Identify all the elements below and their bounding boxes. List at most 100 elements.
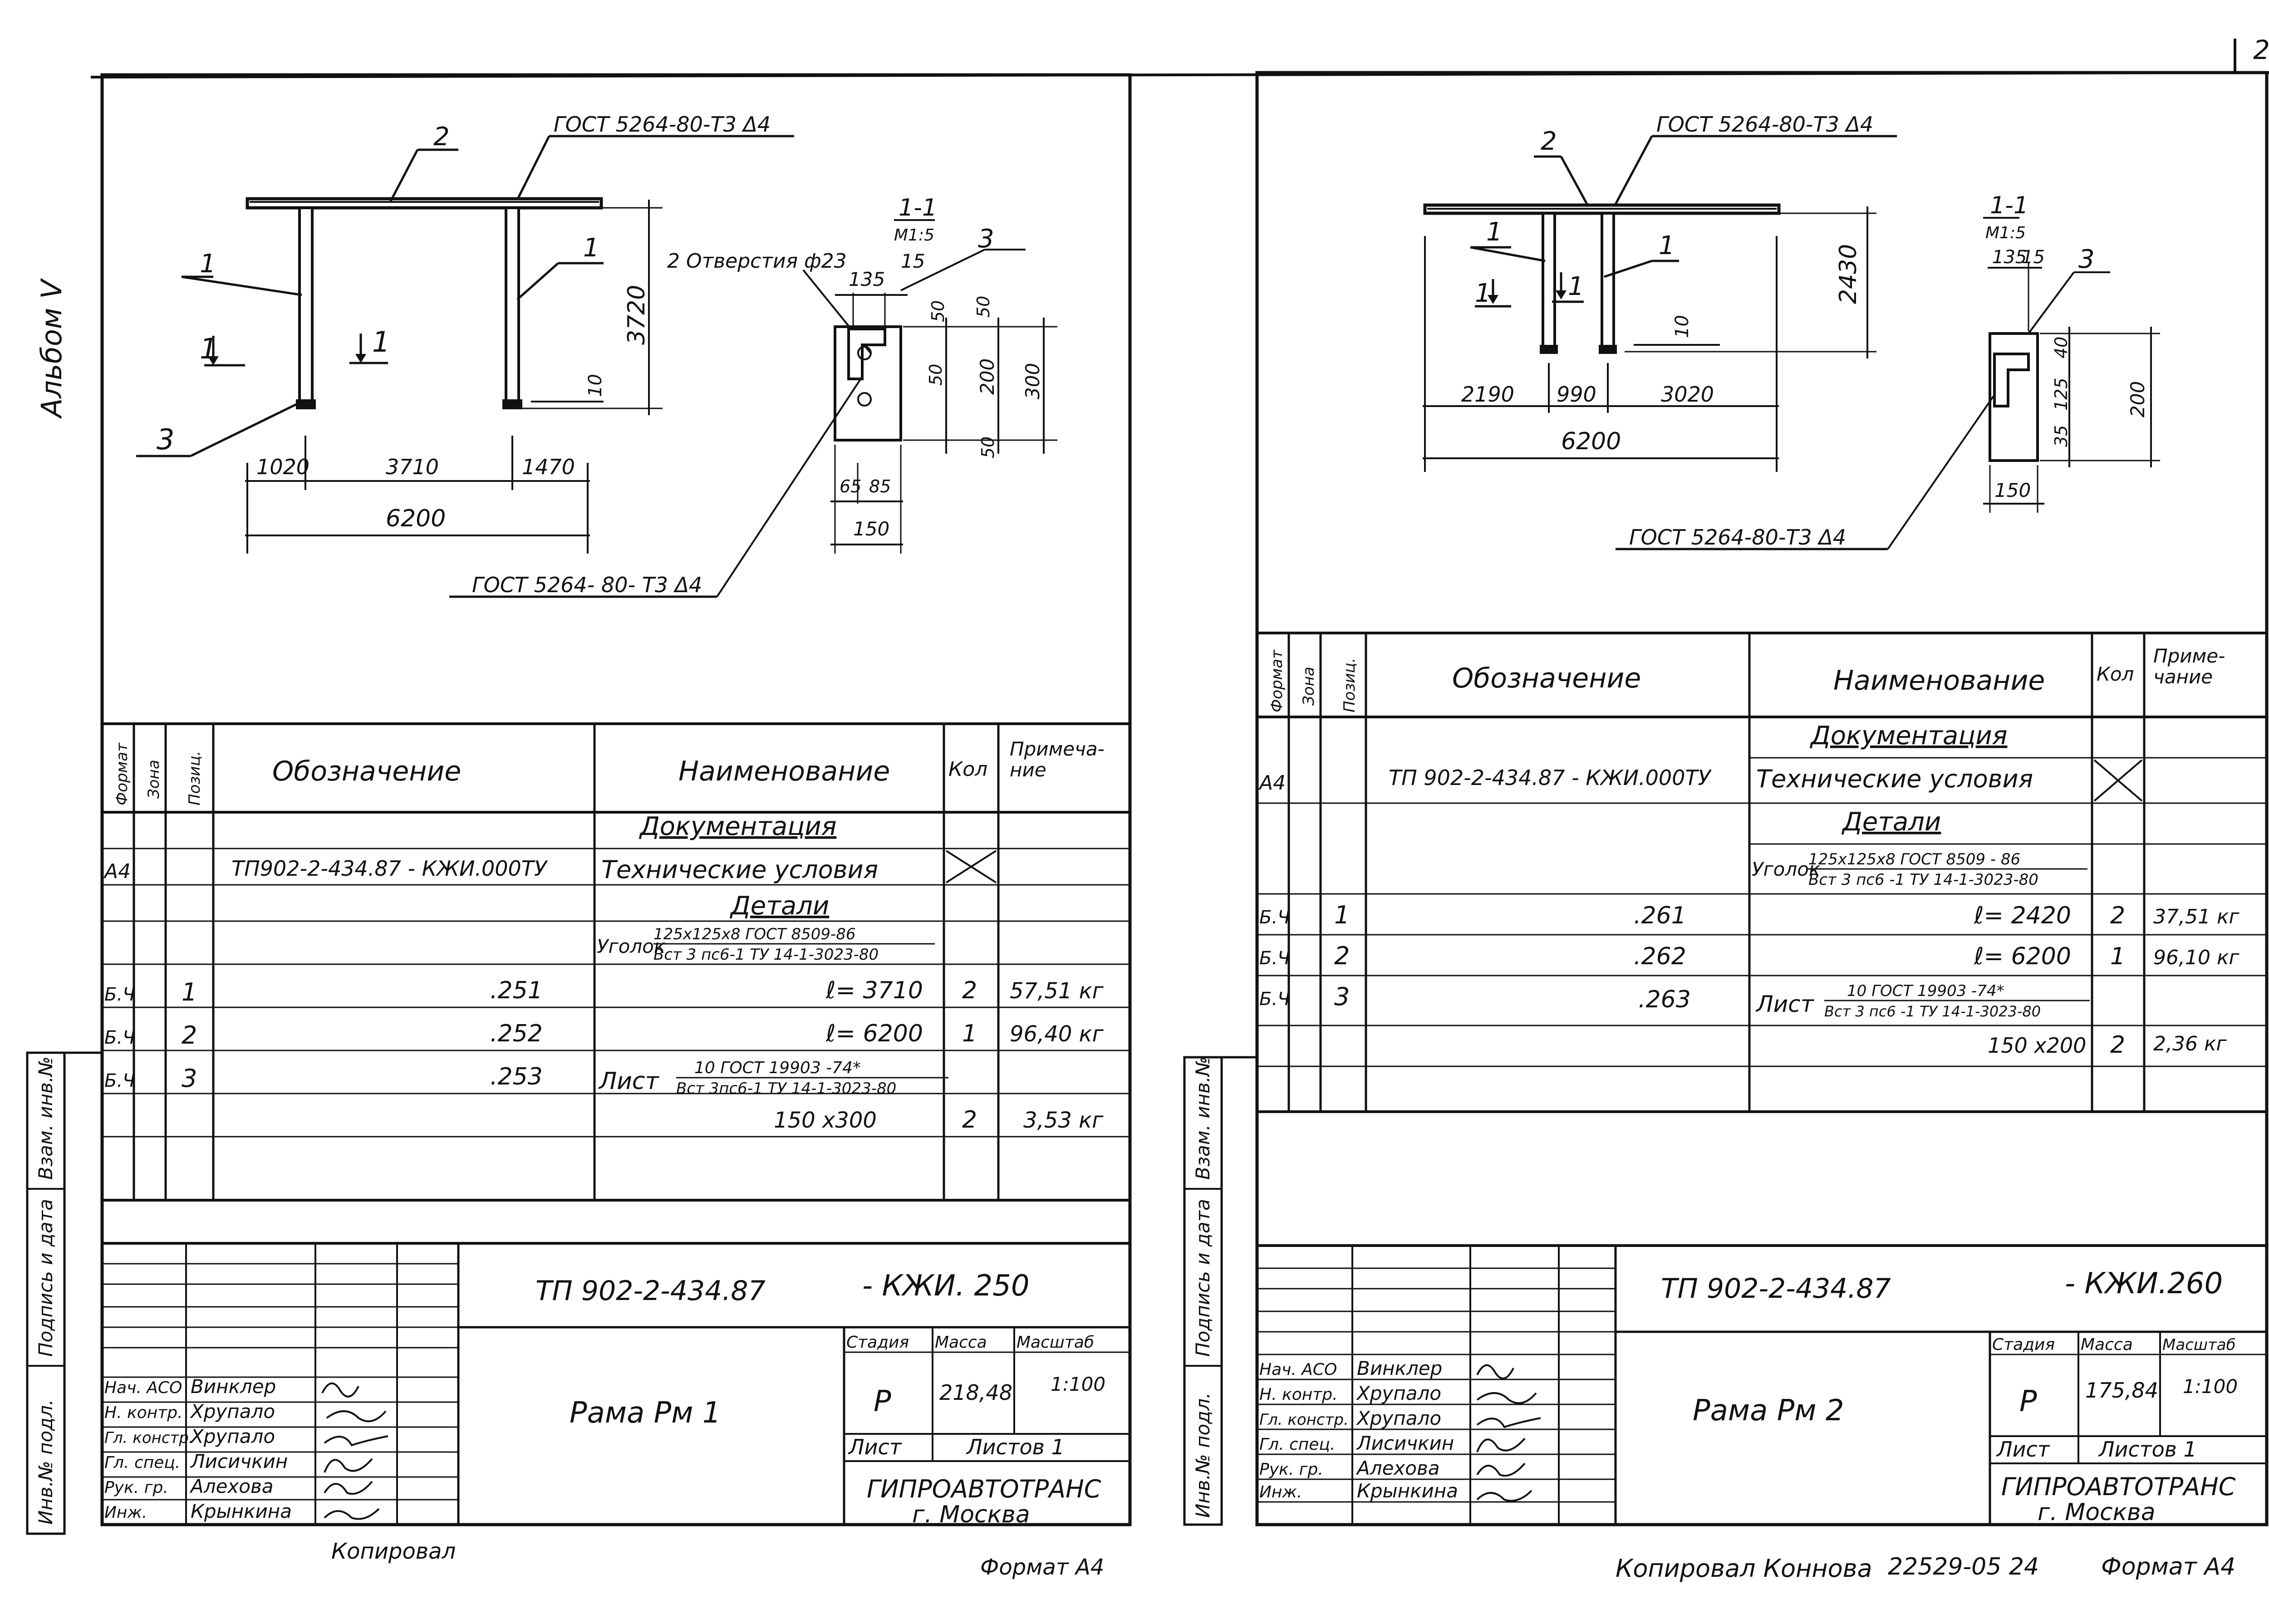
right-person-role-5: Инж.: [1259, 1483, 1302, 1501]
left-tb-scale-label: Масштаб: [1017, 1333, 1094, 1352]
left-dim-span3: 1470: [522, 455, 575, 479]
left-r0-name: Технические условия: [601, 855, 878, 884]
left-section-scale: М1:5: [894, 226, 934, 245]
left-sec-w1: 135: [849, 268, 885, 290]
left-r4-num: 10 ГОСТ 19903 -74*: [694, 1059, 861, 1077]
right-person-name-3: Лисичкин: [1356, 1432, 1454, 1454]
right-r4-name: Лист: [1755, 991, 1815, 1017]
right-sec-h3: 35: [2051, 425, 2071, 447]
right-tb-scale: 1:100: [2183, 1375, 2238, 1398]
left-h-designation: Обозначение: [272, 756, 461, 787]
right-side-label-3: Взам. инв.№: [1192, 1056, 1214, 1180]
right-r3-qty: 1: [2110, 943, 2125, 970]
left-r3-format: Б.Ч: [104, 1027, 135, 1048]
left-tb-product: Рама Рм 1: [570, 1396, 721, 1430]
left-r4-designation: .253: [490, 1063, 543, 1090]
left-sec-parts: Детали: [729, 891, 829, 921]
left-r2-note: 57,51 кг: [1010, 978, 1104, 1004]
right-dim-weld: 10: [1672, 315, 1693, 338]
album-label: Альбом V: [35, 278, 68, 419]
left-r5-name: 150 х300: [774, 1108, 877, 1133]
left-plate-section: [834, 325, 902, 442]
right-section-mark-b: 1: [1568, 272, 1584, 301]
left-tb-city: г. Москва: [912, 1501, 1030, 1528]
right-r2-pos: 1: [1334, 901, 1350, 929]
left-dim-span2: 3710: [386, 455, 439, 479]
right-r3-format: Б.Ч: [1259, 948, 1290, 969]
right-person-name-4: Алехова: [1356, 1457, 1439, 1479]
right-r5-name: 150 х200: [1988, 1033, 2086, 1058]
right-r0-format: А4: [1258, 771, 1286, 795]
right-section-view: 1-1 М1:5 135 15 3 40 125 35 200 150: [1616, 192, 2160, 550]
left-person-name-1: Хрупало: [190, 1400, 275, 1423]
right-section-scale: М1:5: [1985, 224, 2026, 242]
right-sec-h4: 200: [2127, 381, 2149, 417]
left-title-block: ТП 902-2-434.87 - КЖИ. 250 Рама Рм 1 Ста…: [102, 1242, 1130, 1528]
left-tb-sheet-label: Лист: [848, 1435, 902, 1459]
left-holes-note: 2 Отверстия ф23: [667, 250, 847, 273]
left-side-label-2: Подпись и дата: [34, 1199, 57, 1357]
right-dim-total: 6200: [1561, 428, 1621, 455]
right-h-format: Формат: [1268, 649, 1286, 712]
left-post-1: [298, 206, 314, 409]
left-base-plate-2: [502, 399, 522, 409]
left-r3-qty: 1: [962, 1020, 977, 1047]
right-sec-h1: 40: [2051, 337, 2071, 358]
right-r5-qty: 2: [2110, 1031, 2125, 1059]
right-sec-parts: Детали: [1841, 807, 1941, 837]
right-r3-note: 96,10 кг: [2153, 946, 2240, 969]
left-r4-den: Вст 3пс6-1 ТУ 14-1-3023-80: [676, 1079, 896, 1098]
right-r4-num: 10 ГОСТ 19903 -74*: [1847, 982, 2004, 1000]
right-section-mark-a: 1: [1475, 279, 1491, 308]
right-person-name-1: Хрупало: [1356, 1382, 1441, 1404]
left-person-name-5: Крынкина: [191, 1500, 292, 1522]
right-signatures: [1476, 1364, 1541, 1502]
right-tb-sheets-label: Листов 1: [2098, 1437, 2197, 1462]
left-h-format: Формат: [113, 742, 131, 805]
left-format: Формат А4: [980, 1555, 1104, 1580]
left-r3-pos: 2: [182, 1021, 197, 1050]
left-tb-scale: 1:100: [1051, 1373, 1105, 1395]
left-tb-stage-label: Стадия: [846, 1333, 909, 1352]
right-r2-name: ℓ= 2420: [1974, 902, 2071, 929]
right-h-pos: Позиц.: [1341, 658, 1359, 713]
right-r1-den: Вст 3 пс6 -1 ТУ 14-1-3023-80: [1808, 871, 2038, 889]
right-tb-org: ГИПРОАВТОТРАНС: [2001, 1472, 2236, 1501]
right-person-name-2: Хрупало: [1356, 1407, 1441, 1429]
left-section-view: 1-1 М1:5 2 Отверстия ф23 135 15 3 50 50: [449, 194, 1057, 598]
right-tb-doc-number: ТП 902-2-434.87: [1661, 1273, 1891, 1305]
right-sheet: 2 ГОСТ 5264-80-Т3 Δ4 1 1 1 1 2430 10: [1183, 71, 2269, 1583]
right-title-block: ТП 902-2-434.87 - КЖИ.260 Рама Рм 2 Стад…: [1257, 1244, 2267, 1526]
right-r3-pos: 2: [1334, 942, 1350, 970]
left-tb-sheets-label: Листов 1: [966, 1435, 1065, 1459]
right-h-zone: Зона: [1300, 667, 1318, 706]
left-dim-span1: 1020: [256, 455, 309, 479]
left-side-strip: Инв.№ подл. Подпись и дата Взам. инв.№: [26, 1051, 102, 1535]
right-sec-w2: 15: [2022, 247, 2045, 268]
right-format: Формат А4: [2101, 1553, 2235, 1580]
left-sec-b2: 85: [869, 476, 891, 496]
left-sec-callout-3: 3: [978, 224, 994, 254]
right-gost-bottom: ГОСТ 5264-80-Т3 Δ4: [1629, 525, 1846, 550]
left-person-role-3: Гл. спец.: [104, 1453, 180, 1472]
right-r0-designation: ТП 902-2-434.87 - КЖИ.000ТУ: [1389, 765, 1712, 790]
right-tb-city: г. Москва: [2038, 1499, 2156, 1526]
right-side-strip: Инв.№ подл. Подпись и дата Взам. инв.№: [1183, 1056, 1257, 1526]
left-r3-designation: .252: [490, 1020, 543, 1047]
left-sec-h1: 50: [928, 300, 948, 322]
right-r4-den: Вст 3 пс6 -1 ТУ 14-1-3023-80: [1824, 1003, 2041, 1020]
right-dim-height: 2430: [1835, 244, 1862, 304]
right-sec-callout-3: 3: [2078, 245, 2095, 274]
right-copied: Копировал Коннова: [1616, 1554, 1872, 1583]
left-copied: Копировал: [331, 1539, 456, 1564]
left-callout-3: 3: [157, 423, 174, 456]
left-signatures: [321, 1382, 388, 1520]
right-frame-drawing: 2 ГОСТ 5264-80-Т3 Δ4 1 1 1 1 2430 10: [1423, 112, 1897, 472]
left-h-note: Примеча-ние: [1010, 738, 1105, 781]
right-spec-table: Формат Зона Позиц. Обозначение Наименова…: [1256, 632, 2268, 1113]
left-r3-note: 96,40 кг: [1010, 1021, 1104, 1047]
left-section-title: 1-1: [899, 194, 937, 221]
right-r4-designation: .263: [1638, 986, 1691, 1013]
right-person-role-0: Нач. АСО: [1259, 1360, 1337, 1379]
left-person-name-0: Винклер: [191, 1375, 276, 1398]
